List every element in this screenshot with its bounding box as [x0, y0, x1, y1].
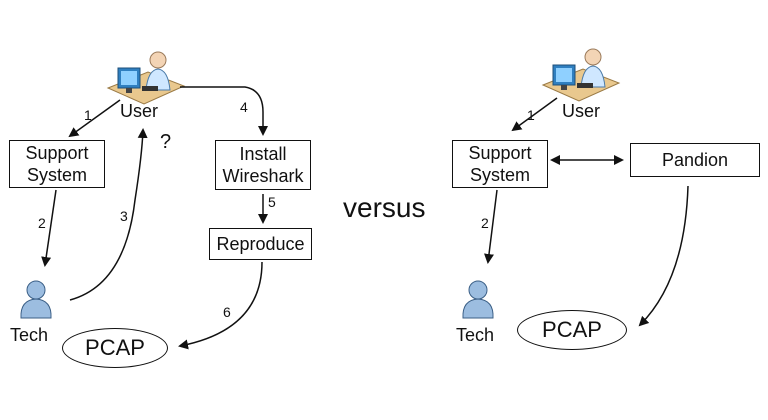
- step-label-2: 2: [481, 215, 489, 231]
- support-system-line-2: System: [469, 165, 530, 185]
- support-system-line-1: Support: [468, 143, 532, 163]
- support-system-box: Support System: [9, 140, 105, 188]
- user-label: User: [562, 101, 601, 121]
- step-label-1: 1: [84, 107, 92, 123]
- arrow-step-6: [178, 261, 263, 350]
- arrow-step-2: [41, 189, 57, 267]
- user-label: User: [120, 101, 159, 121]
- install-wireshark-box: Install Wireshark: [215, 140, 311, 190]
- install-wireshark-line-2: Wireshark: [222, 166, 304, 186]
- arrow-pandion-pcap: [638, 185, 689, 327]
- step-label-6: 6: [223, 304, 231, 320]
- pcap-ellipse: PCAP: [62, 328, 168, 368]
- pandion-box: Pandion: [630, 143, 760, 177]
- tech-person-icon: [20, 280, 52, 319]
- user-computer-icon: [106, 51, 186, 105]
- versus-label: versus: [343, 192, 426, 223]
- pcap-ellipse: PCAP: [517, 310, 627, 350]
- step-label-4: 4: [240, 99, 248, 115]
- tech-label: Tech: [10, 325, 49, 345]
- user-computer-icon: [541, 48, 621, 102]
- support-system-line-2: System: [26, 165, 87, 185]
- install-wireshark-line-1: Install: [239, 144, 287, 164]
- step-label-5: 5: [268, 194, 276, 210]
- tech-person-icon: [462, 280, 494, 319]
- step-label-2: 2: [38, 215, 46, 231]
- step-label-3: 3: [120, 208, 128, 224]
- reproduce-box: Reproduce: [209, 228, 312, 260]
- support-system-box: Support System: [452, 140, 548, 188]
- arrow-step-3: [69, 128, 148, 301]
- arrow-step-2: [484, 189, 498, 264]
- question-mark: ?: [160, 131, 172, 153]
- support-system-line-1: Support: [25, 143, 89, 163]
- arrow-step-1: [68, 99, 121, 138]
- step-label-1: 1: [527, 107, 535, 123]
- arrow-step-4: [180, 86, 268, 136]
- tech-label: Tech: [456, 325, 495, 345]
- arrow-step-1: [511, 97, 558, 132]
